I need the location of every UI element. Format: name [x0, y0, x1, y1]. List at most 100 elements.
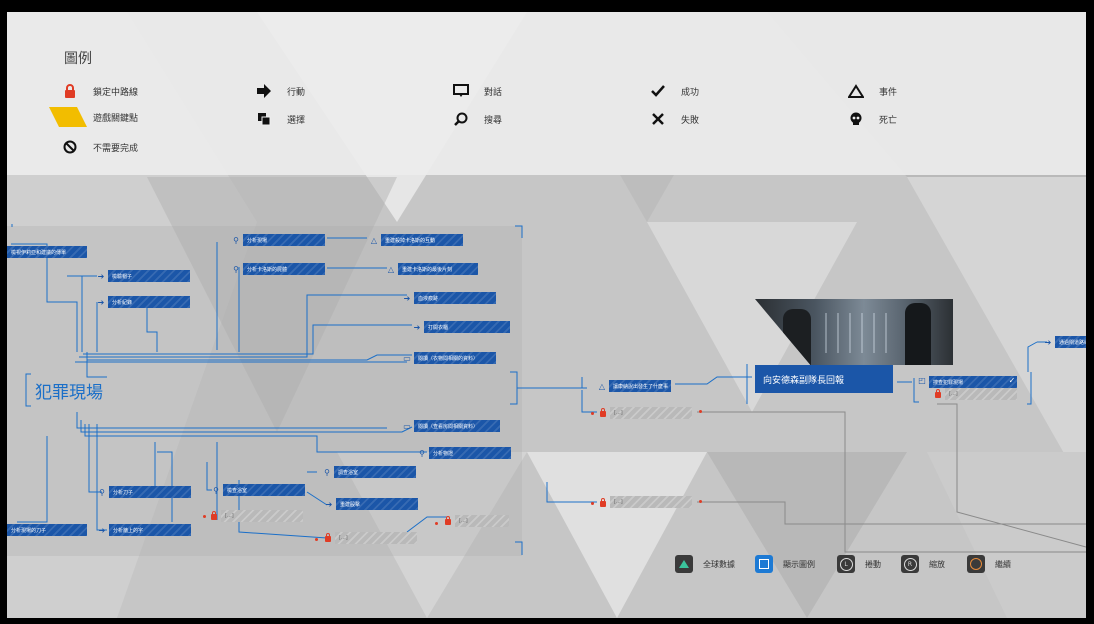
dialog-icon	[450, 83, 472, 99]
node-connor-explain[interactable]: 讓康納說出發生了什麼事	[609, 380, 671, 392]
control-global-data[interactable]: 全球數據	[675, 555, 735, 573]
flow-connectors	[11, 224, 1086, 555]
node-locked[interactable]: [...]	[455, 515, 509, 527]
legend-label-death: 死亡	[879, 115, 898, 126]
legend-title: 圖例	[64, 51, 92, 67]
legend-item-success: 成功	[647, 83, 699, 99]
node-gate-route[interactable]: 通過閘道路線	[1055, 336, 1086, 348]
node-locked[interactable]: [...]	[221, 510, 303, 522]
node-check-bathroom[interactable]: 檢查浴室	[223, 484, 305, 496]
legend-item-search: 搜尋	[450, 111, 502, 127]
legend-label-event: 事件	[879, 87, 898, 98]
node-analyze-scene[interactable]: 分析現場	[243, 234, 325, 246]
node-analyze-knife[interactable]: 分析刀子	[109, 486, 191, 498]
node-analyze-body[interactable]: 分析卡洛斯的屍體	[243, 263, 325, 275]
right-stick-icon: R	[901, 555, 919, 573]
section-label: 犯罪現場	[35, 383, 103, 403]
cross-icon	[647, 111, 669, 127]
locked-connector	[203, 515, 206, 518]
left-stick-icon: L	[837, 555, 855, 573]
locked-connector	[591, 502, 594, 505]
control-zoom[interactable]: R 縮放	[901, 555, 945, 573]
search-icon: ⚲	[213, 485, 219, 495]
flowchart-frame: 圖例 鎖定中路線 遊戲關鍵點 不需要完成 行動 選擇 對話 搜尋	[7, 12, 1086, 618]
node-investigate-bathroom[interactable]: 調查浴室	[334, 466, 416, 478]
search-icon: ⚲	[233, 264, 239, 274]
lock-icon	[445, 516, 451, 525]
legend-panel: 圖例 鎖定中路線 遊戲關鍵點 不需要完成 行動 選擇 對話 搜尋	[7, 12, 1086, 175]
search-icon: ⚲	[324, 467, 330, 477]
node-open-closet[interactable]: 打開衣櫃	[424, 321, 510, 333]
node-read-room-info[interactable]: 閱讀（查看房間相關資料）	[414, 420, 500, 432]
arrow-right-icon: ➔	[97, 297, 105, 307]
no-entry-icon	[59, 139, 81, 155]
legend-item-locked: 鎖定中路線	[59, 83, 138, 99]
control-label: 縮放	[929, 559, 945, 569]
arrow-right-icon	[253, 83, 275, 99]
legend-label-dialog: 對話	[484, 87, 503, 98]
arrow-right-icon: ➔	[413, 322, 421, 332]
node-analyze-records[interactable]: 分析紀錄	[108, 296, 190, 308]
node-analyze-evidence[interactable]: 分析物證	[429, 447, 511, 459]
node-read-closet-info[interactable]: 閱讀（衣物間相關的資料）	[414, 352, 496, 364]
legend-label-locked: 鎖定中路線	[93, 87, 139, 98]
arrow-right-icon: ➔	[403, 293, 411, 303]
event-triangle-icon: △	[370, 235, 378, 245]
legend-item-event: 事件	[845, 83, 897, 99]
choice-icon: ◰	[918, 375, 926, 385]
locked-connector	[435, 522, 438, 525]
arrow-right-icon: ➔	[98, 525, 106, 535]
node-report-anderson[interactable]: 向安德森副隊長回報	[755, 365, 893, 393]
legend-label-optional: 不需要完成	[93, 143, 139, 154]
legend-label-fail: 失敗	[681, 115, 700, 126]
event-triangle-icon: △	[598, 381, 606, 391]
node-reconstruct-fight[interactable]: 重建殺掉卡洛斯的互動	[381, 234, 463, 246]
node-locked[interactable]: [...]	[945, 388, 1017, 400]
locked-connector	[699, 410, 702, 413]
locked-connector	[315, 538, 318, 541]
control-label: 捲動	[865, 559, 881, 569]
lock-icon	[600, 408, 606, 417]
search-icon: ⚲	[233, 235, 239, 245]
legend-label-key-point: 遊戲關鍵點	[93, 113, 139, 124]
legend-label-success: 成功	[681, 87, 700, 98]
lock-icon	[935, 389, 941, 398]
locked-connector	[699, 500, 702, 503]
node-reconstruct-attack[interactable]: 重建毆擊	[336, 498, 418, 510]
node-locked[interactable]: [...]	[335, 532, 417, 544]
choice-icon	[253, 111, 275, 127]
dialog-icon: ▭	[403, 353, 411, 363]
legend-label-action: 行動	[287, 87, 306, 98]
node-blood-trail[interactable]: 血液痕跡	[414, 292, 496, 304]
legend-label-choice: 選擇	[287, 115, 306, 126]
arrow-right-icon: ➔	[97, 271, 105, 281]
check-icon	[647, 83, 669, 99]
control-continue[interactable]: 繼續	[967, 555, 1011, 573]
node-analyze-scene-knife[interactable]: 分析現場的刀子	[7, 524, 87, 536]
search-icon: ⚲	[99, 487, 105, 497]
touchpad-button-icon	[755, 555, 773, 573]
check-icon: ✓	[1008, 375, 1016, 385]
node-reconstruct-final[interactable]: 重建卡洛斯的最後片刻	[398, 263, 478, 275]
control-label: 繼續	[995, 559, 1011, 569]
legend-item-death: 死亡	[845, 111, 897, 127]
legend-item-optional: 不需要完成	[59, 139, 138, 155]
node-examine-hat[interactable]: 檢驗帽子	[108, 270, 190, 282]
arrow-right-icon: ➔	[1044, 337, 1052, 347]
node-analyze-wall-text[interactable]: 分析牆上的字	[109, 524, 191, 536]
lock-icon	[59, 83, 81, 99]
lock-icon	[600, 498, 606, 507]
event-triangle-icon: △	[387, 264, 395, 274]
node-search-scene[interactable]: 搜查犯罪現場	[929, 376, 1017, 388]
lock-icon	[325, 533, 331, 542]
skull-icon	[845, 111, 867, 127]
control-show-legend[interactable]: 顯示圖例	[755, 555, 815, 573]
node-locked[interactable]: [...]	[610, 496, 692, 508]
node-locked[interactable]: [...]	[610, 407, 692, 419]
node-check-flyer[interactable]: 檢視伊莉亞和建議的傳單	[7, 246, 87, 258]
circle-button-icon	[967, 555, 985, 573]
arrow-right-icon: ➔	[325, 499, 333, 509]
control-scroll[interactable]: L 捲動	[837, 555, 881, 573]
triangle-button-icon	[675, 555, 693, 573]
